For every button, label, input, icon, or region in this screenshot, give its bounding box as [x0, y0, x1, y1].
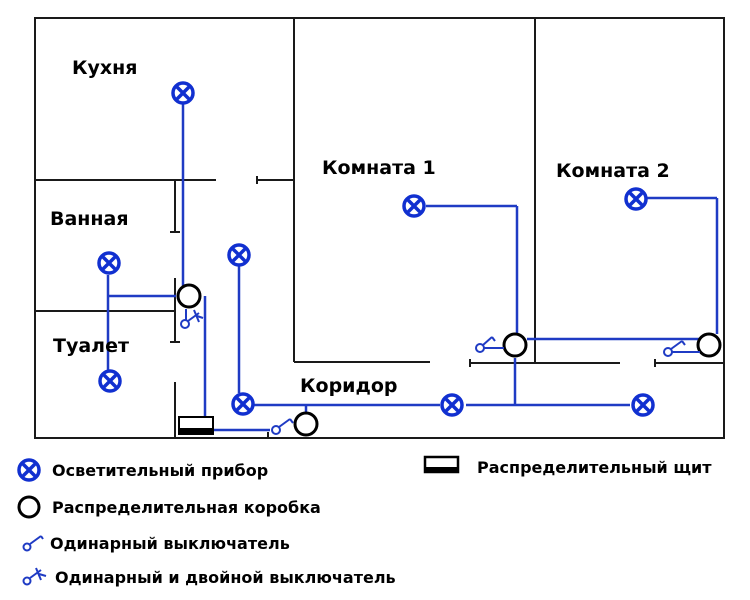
junction-box-icon — [696, 332, 722, 358]
double-switch-icon — [180, 309, 204, 329]
room-label-room1: Комната 1 — [322, 157, 436, 179]
double-switch-icon — [22, 567, 47, 586]
single-switch-icon — [271, 418, 294, 435]
lamp-icon — [171, 81, 195, 105]
single-switch-icon — [22, 535, 44, 552]
junction-box-icon — [176, 283, 202, 309]
distribution-panel-icon — [423, 455, 460, 474]
legend-distribution-panel-label: Распределительный щит — [477, 458, 712, 477]
wiring — [106, 104, 719, 432]
lamp-icon — [97, 251, 121, 275]
legend-junction-box-label: Распределительная коробка — [52, 498, 321, 517]
lamp-icon — [402, 194, 426, 218]
legend-double-switch-label: Одинарный и двойной выключатель — [55, 568, 396, 587]
outer-wall — [34, 17, 725, 439]
lamp-icon — [17, 458, 41, 482]
room-label-toilet: Туалет — [53, 335, 129, 357]
distribution-panel-icon — [178, 416, 214, 435]
legend-lamp-label: Осветительный прибор — [52, 461, 268, 480]
junction-box-icon — [17, 495, 41, 519]
single-switch-icon — [475, 336, 504, 353]
lamp-icon — [227, 243, 251, 267]
lamp-icon — [440, 393, 464, 417]
junction-box-icon — [293, 411, 319, 437]
lamp-icon — [231, 392, 255, 416]
legend: Осветительный прибор Распределительная к… — [17, 455, 712, 587]
junction-box-icon — [502, 332, 528, 358]
lamp-icon — [631, 393, 655, 417]
room-label-corridor: Коридор — [300, 375, 398, 397]
lamp-icon — [624, 187, 648, 211]
lamp-icon — [98, 369, 122, 393]
walls — [34, 17, 725, 439]
legend-single-switch-label: Одинарный выключатель — [50, 534, 290, 553]
room-label-room2: Комната 2 — [556, 160, 670, 182]
room-label-bathroom: Ванная — [50, 208, 129, 230]
room-label-kitchen: Кухня — [72, 57, 138, 79]
single-switch-icon — [663, 340, 700, 357]
